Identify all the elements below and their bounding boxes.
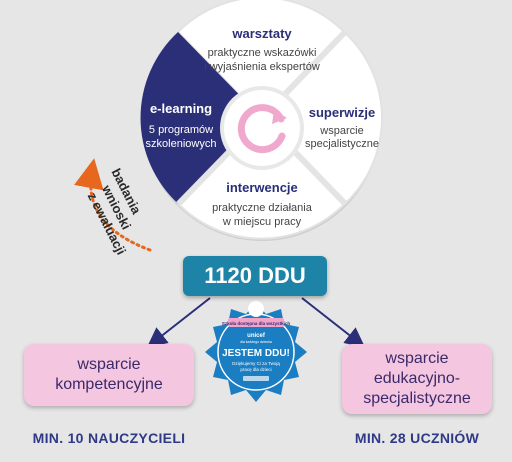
interwencje-title: interwencje bbox=[226, 180, 298, 195]
warsztaty-title: warsztaty bbox=[231, 26, 292, 41]
warsztaty-line1: praktyczne wskazówki bbox=[208, 47, 317, 59]
segment-warsztaty bbox=[176, 0, 346, 120]
right-box-line1: wsparcie bbox=[385, 350, 449, 367]
badge-top-emblem bbox=[248, 301, 264, 317]
right-box-line2: edukacyjno- bbox=[373, 370, 461, 387]
badge-headline: JESTEM DDU! bbox=[222, 348, 290, 359]
right-box-line3: specjalistyczne bbox=[363, 390, 471, 407]
badge-caption-1: Dziękujemy Ci za Twoją bbox=[232, 361, 280, 366]
left-stat: MIN. 10 NAUCZYCIELI bbox=[32, 430, 186, 446]
arrow-to-right-box bbox=[301, 297, 366, 348]
superwizje-line1: wsparcie bbox=[319, 125, 363, 137]
badge-footer-logos bbox=[243, 376, 269, 381]
right-support-box: wsparcie edukacyjno- specjalistyczne bbox=[342, 344, 492, 414]
wheel-hub-inner bbox=[224, 90, 300, 166]
left-support-box: wsparcie kompetencyjne bbox=[24, 344, 194, 406]
e-learning-line2: szkoleniowych bbox=[146, 138, 217, 150]
segment-e-learning bbox=[140, 32, 262, 204]
cycle-icon bbox=[237, 104, 287, 154]
interwencje-line2: w miejscu pracy bbox=[222, 216, 302, 228]
superwizje-title: superwizje bbox=[309, 105, 375, 120]
badge-ribbon bbox=[228, 318, 284, 327]
segment-superwizje bbox=[260, 30, 384, 206]
wheel-segments bbox=[140, 0, 384, 240]
left-box-line1: wsparcie bbox=[77, 356, 141, 373]
badge-caption-2: pracę dla dzieci bbox=[240, 367, 271, 372]
interwencje-line1: praktyczne działania bbox=[212, 202, 313, 214]
badge-logo: unicef bbox=[247, 333, 266, 339]
ddu-count-banner: 1120 DDU bbox=[183, 256, 327, 296]
e-learning-line1: 5 programów bbox=[149, 124, 213, 136]
superwizje-line2: specjalistyczne bbox=[305, 138, 379, 150]
feedback-arrow bbox=[74, 158, 152, 252]
left-box-line2: kompetencyjne bbox=[55, 376, 163, 393]
research-labels: badania wnioski z ewaluacji bbox=[85, 166, 145, 257]
e-learning-title: e-learning bbox=[150, 101, 212, 116]
segment-interwencje bbox=[176, 116, 347, 240]
badge-logo-sub: dla każdego dziecka bbox=[240, 340, 272, 344]
badge-ribbon-text: Szkoła dostępna dla wszystkich bbox=[222, 321, 291, 326]
ddu-badge: Szkoła dostępna dla wszystkich unicef dl… bbox=[205, 301, 307, 402]
right-stat: MIN. 28 UCZNIÓW bbox=[354, 430, 480, 446]
warsztaty-line2: i wyjaśnienia ekspertów bbox=[204, 61, 320, 73]
arrow-to-left-box bbox=[146, 297, 211, 348]
